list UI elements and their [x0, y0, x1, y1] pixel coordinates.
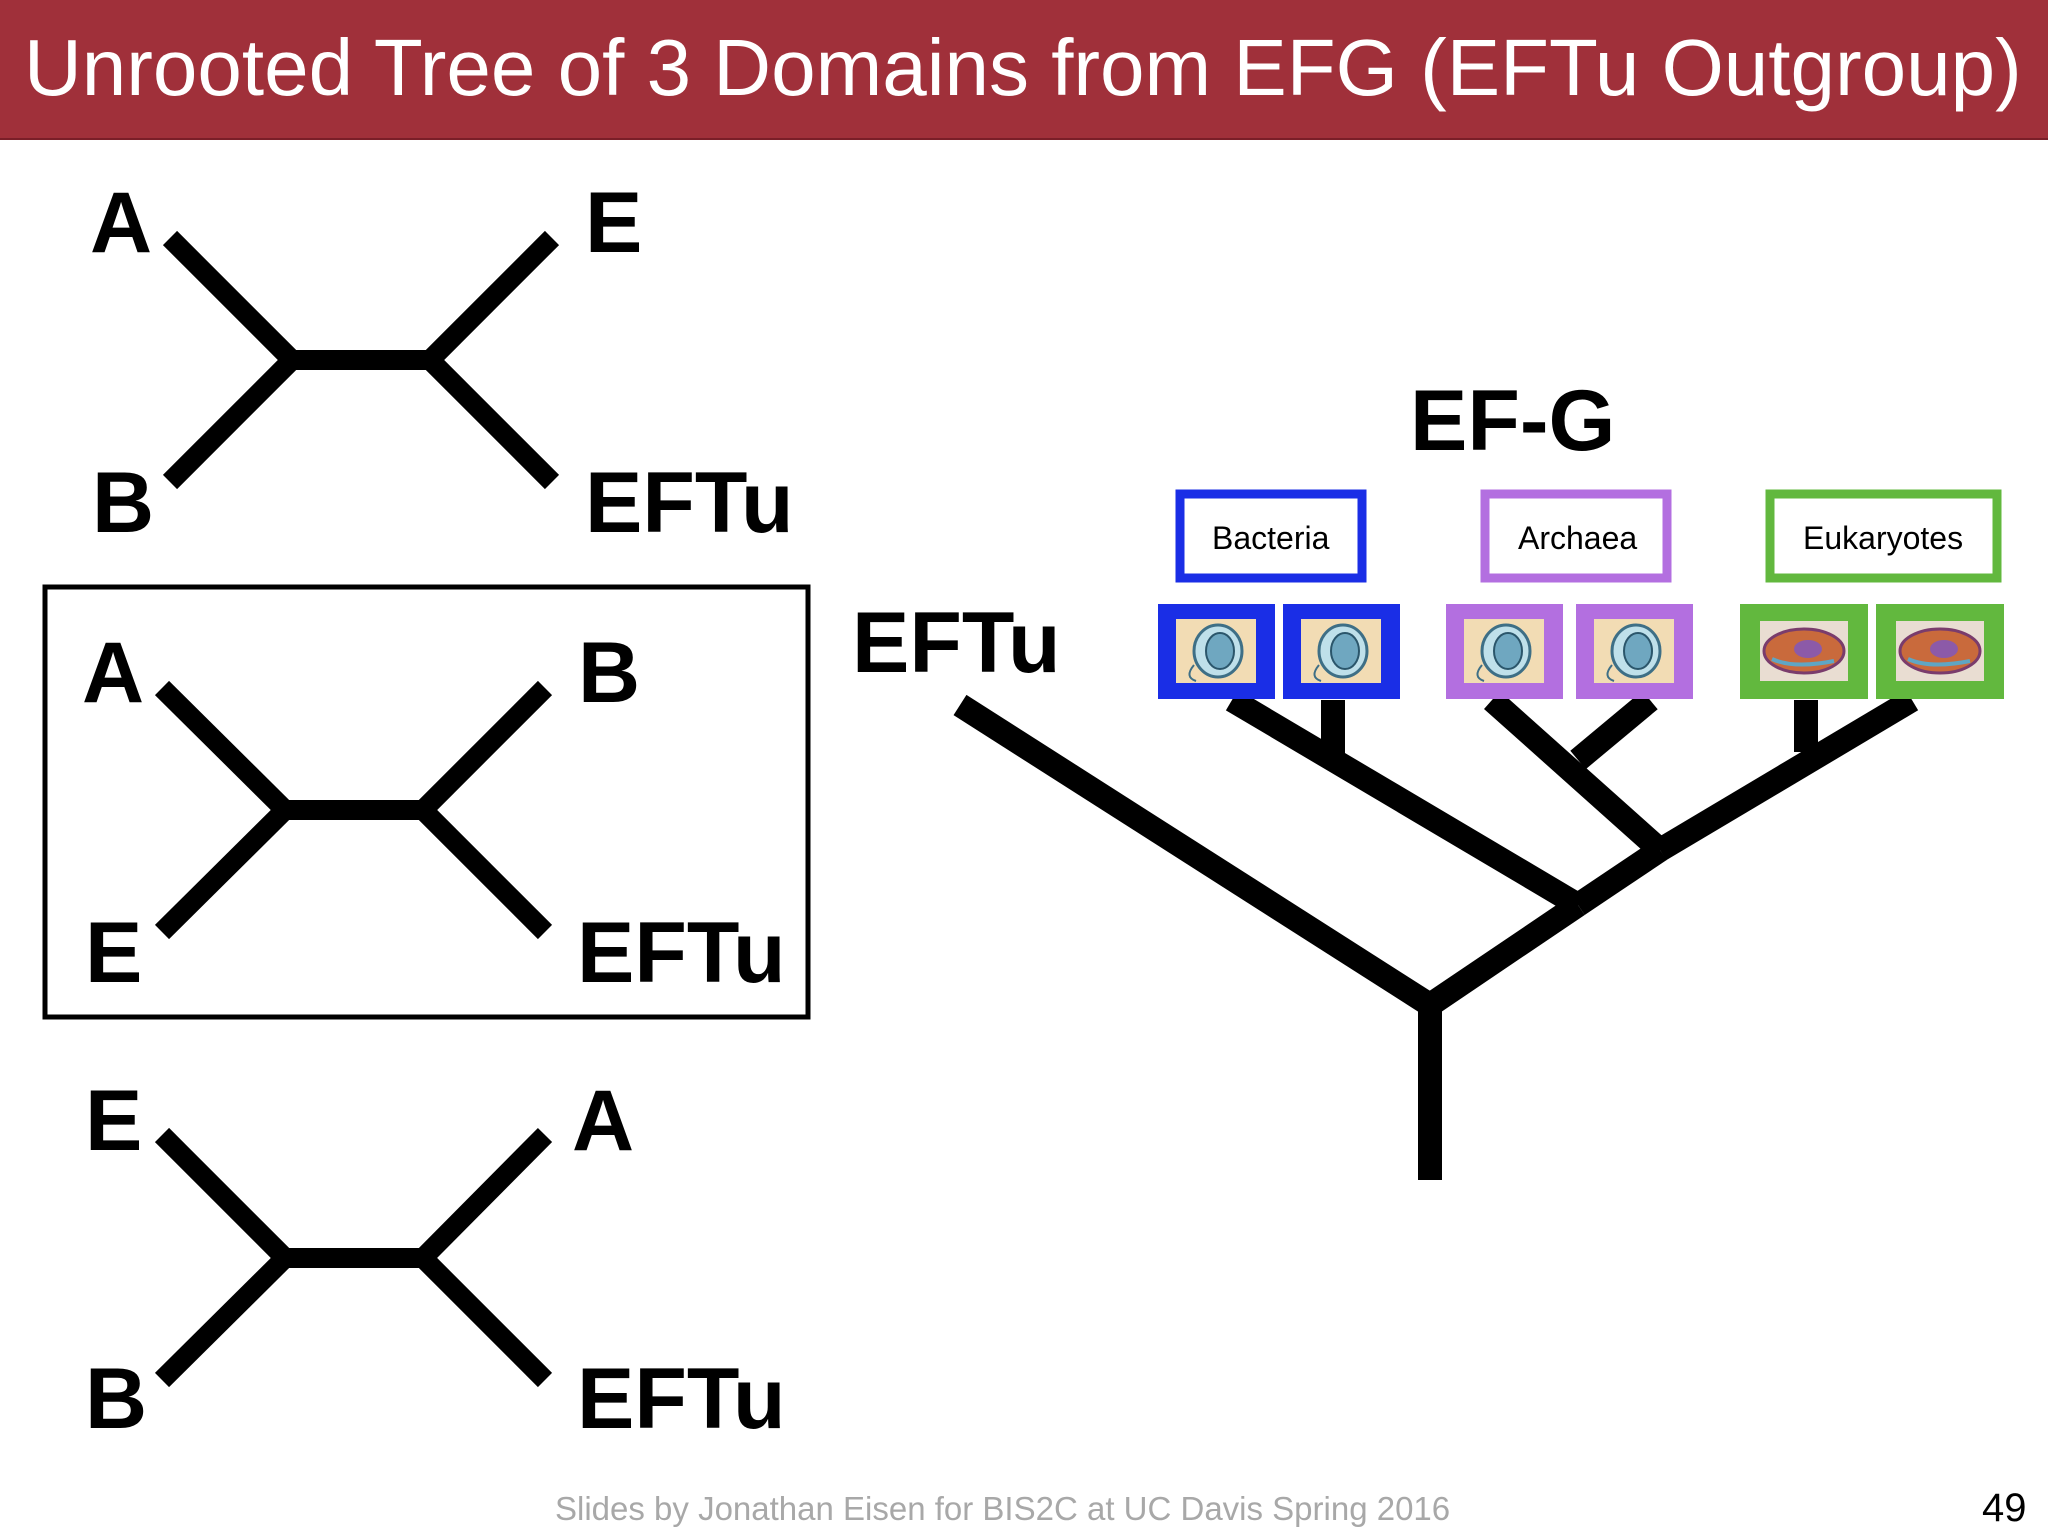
unrooted-tree-2 [154, 680, 553, 940]
ef-g-label: EF-G [1410, 373, 1615, 469]
tree2-label-bottom-left: E [85, 905, 142, 1001]
tree3-label-top-left: E [85, 1073, 142, 1169]
unrooted-tree-1 [162, 230, 560, 490]
tree1-label-top-right: E [585, 175, 642, 271]
unrooted-tree-3 [154, 1127, 553, 1388]
title-bar: Unrooted Tree of 3 Domains from EFG (EFT… [0, 0, 2048, 140]
bacteria-label: Bacteria [1212, 520, 1330, 556]
tree2-label-top-left: A [82, 625, 144, 721]
tree3-label-top-right: A [572, 1073, 634, 1169]
bacteria-label-box [1175, 489, 1367, 583]
footer-credit: Slides by Jonathan Eisen for BIS2C at UC… [555, 1490, 1451, 1527]
archaea-cell-1 [1446, 604, 1563, 699]
eukaryotes-cell-2 [1876, 604, 2004, 699]
prokaryote-cell-icon [1174, 617, 1258, 685]
archaea-cell-2 [1576, 604, 1693, 699]
tree1-label-top-left: A [90, 175, 152, 271]
eftu-outgroup-label: EFTu [852, 595, 1061, 691]
eukaryotes-cell-1 [1740, 604, 1868, 699]
eukaryotes-label-box [1765, 489, 2002, 583]
page-number: 49 [1982, 1486, 2027, 1530]
archaea-label: Archaea [1518, 520, 1637, 556]
tree1-label-bottom-right: EFTu [585, 455, 794, 551]
slide-title: Unrooted Tree of 3 Domains from EFG (EFT… [24, 23, 2022, 112]
archaea-label-box [1480, 489, 1672, 583]
prokaryote-cell-icon [1592, 617, 1676, 685]
eukaryote-cell-icon [1758, 619, 1850, 683]
eukaryote-cell-icon [1894, 619, 1986, 683]
rooted-tree [953, 689, 1919, 1180]
tree3-label-bottom-right: EFTu [577, 1351, 786, 1447]
prokaryote-cell-icon [1299, 617, 1383, 685]
tree2-label-bottom-right: EFTu [577, 905, 786, 1001]
tree2-label-top-right: B [578, 625, 640, 721]
eukaryotes-label: Eukaryotes [1803, 520, 1963, 556]
bacteria-cell-2 [1283, 604, 1400, 699]
highlight-box [42, 584, 811, 1020]
bacteria-cell-1 [1158, 604, 1275, 699]
prokaryote-cell-icon [1462, 617, 1546, 685]
tree3-label-bottom-left: B [85, 1351, 147, 1447]
tree1-label-bottom-left: B [92, 455, 154, 551]
